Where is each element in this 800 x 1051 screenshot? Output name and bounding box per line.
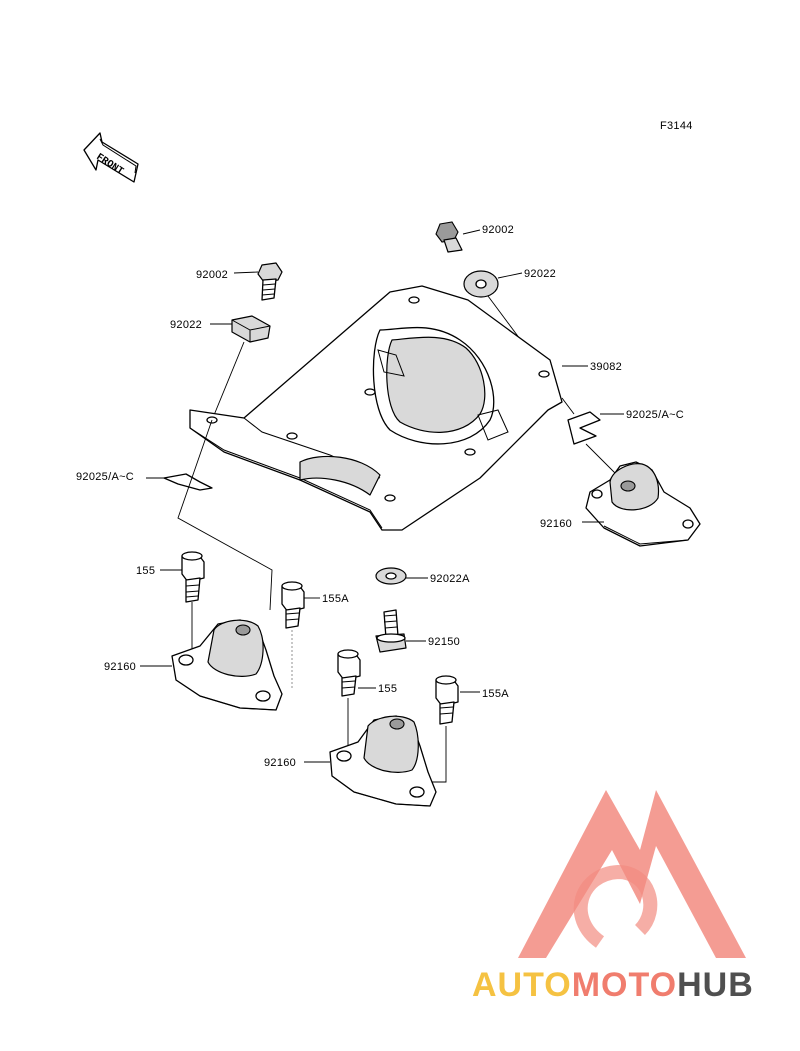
watermark-moto: MOTO [572, 966, 677, 1004]
label-155-center: 155 [378, 683, 397, 695]
bolt-92002-top-left [257, 262, 283, 301]
engine-mount-92160-center [329, 715, 437, 807]
spacer-92022-left [231, 315, 271, 343]
label-92022a: 92022A [430, 573, 470, 585]
figure-code: F3144 [660, 120, 693, 132]
bolt-155-left [181, 551, 205, 603]
skid-plate-39082 [189, 285, 563, 531]
front-arrow-icon: FRONT [83, 132, 139, 183]
watermark-hub: HUB [677, 966, 754, 1004]
bolt-92002-top-right [435, 221, 463, 253]
label-92002-top-right: 92002 [482, 224, 514, 236]
label-92025-left: 92025/A~C [76, 471, 134, 483]
watermark-logo: AUTOMOTOHUB [472, 790, 754, 1004]
label-92160-center: 92160 [264, 757, 296, 769]
clip-92025-right [567, 411, 601, 445]
washer-92022-top-right [463, 270, 499, 298]
label-92025-right: 92025/A~C [626, 409, 684, 421]
bolt-155a-center [435, 675, 459, 725]
clip-92025-left [163, 473, 213, 491]
label-92022-top-right: 92022 [524, 268, 556, 280]
label-92160-right: 92160 [540, 518, 572, 530]
label-155-left: 155 [136, 565, 155, 577]
bolt-92150 [375, 609, 407, 653]
washer-92022a [375, 567, 407, 585]
label-92002-top-left: 92002 [196, 269, 228, 281]
label-155a-left: 155A [322, 593, 349, 605]
label-155a-center: 155A [482, 688, 509, 700]
label-92022-left: 92022 [170, 319, 202, 331]
svg-text:AUTOMOTOHUB: AUTOMOTOHUB [472, 966, 754, 1004]
bolt-155-center [337, 649, 361, 697]
label-92160-left: 92160 [104, 661, 136, 673]
engine-mount-92160-right [585, 461, 701, 547]
watermark-auto: AUTO [472, 966, 572, 1004]
label-39082: 39082 [590, 361, 622, 373]
engine-mount-92160-left [171, 619, 283, 711]
bolt-155a-left [281, 581, 305, 629]
label-92150: 92150 [428, 636, 460, 648]
